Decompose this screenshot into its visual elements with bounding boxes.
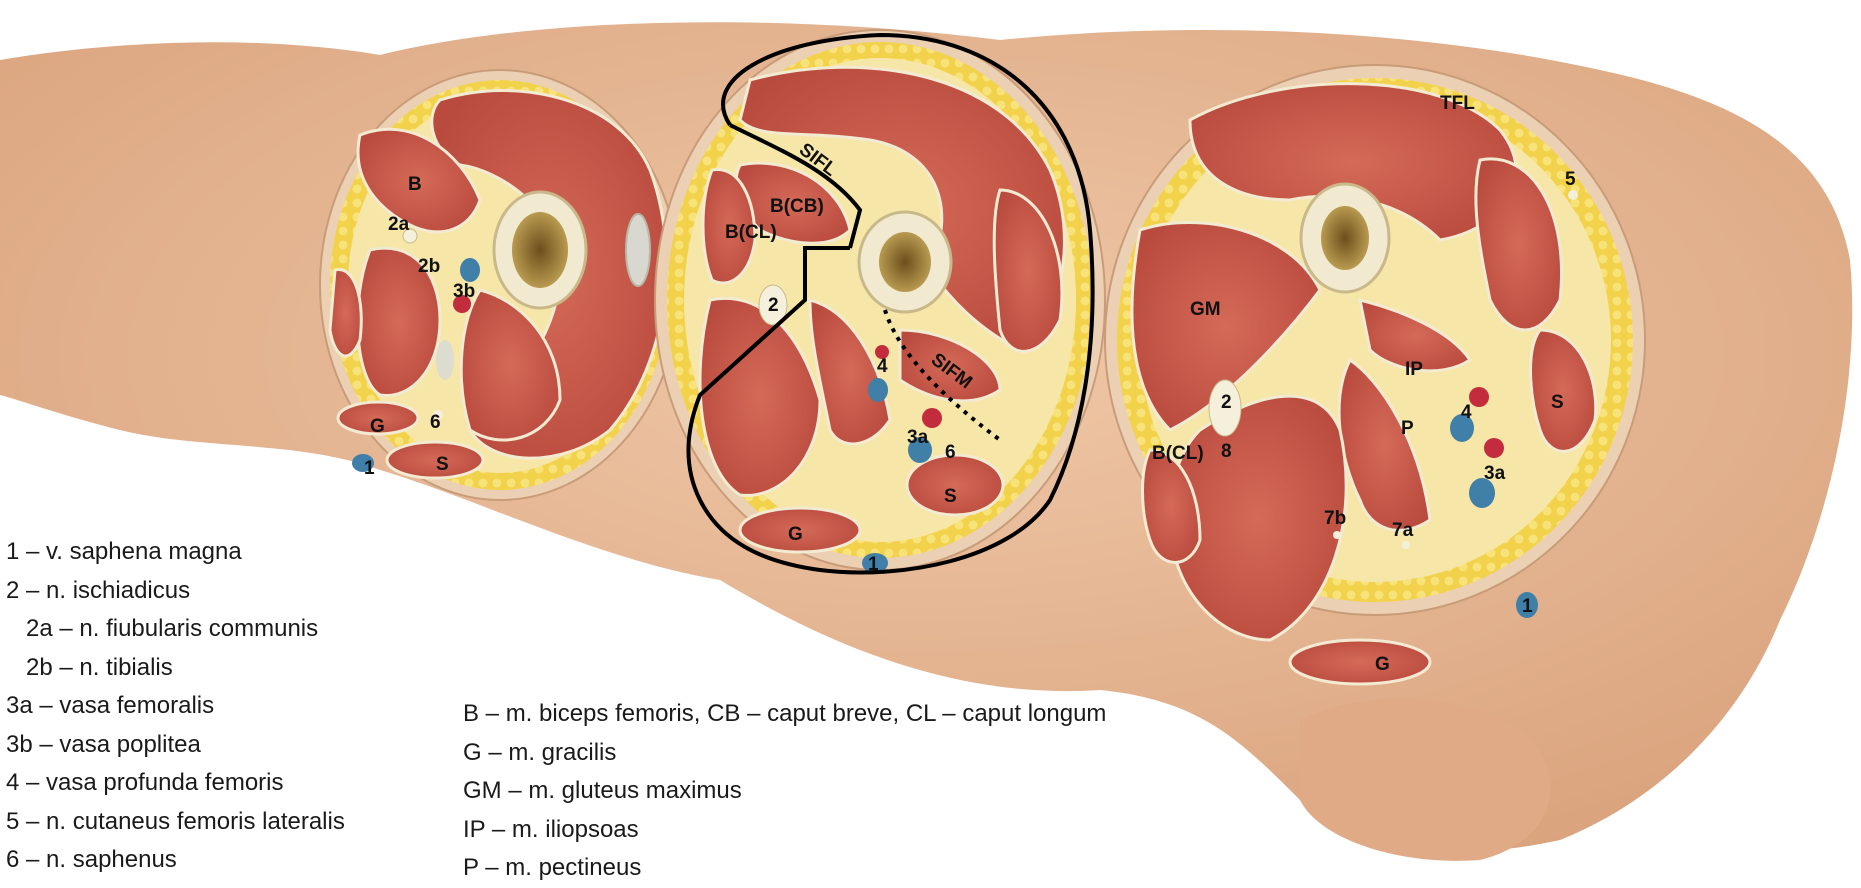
label-p: P — [1401, 418, 1414, 439]
femur-marrow — [1321, 206, 1369, 270]
label-g: G — [1375, 654, 1390, 675]
legend-item: IP – m. iliopsoas — [463, 811, 1106, 850]
legend-item: 2a – n. fiubularis communis — [6, 610, 345, 649]
nerve-2b — [436, 340, 454, 380]
nerve-7a — [1402, 541, 1410, 549]
label-2b: 2b — [418, 256, 440, 277]
legend-item: GM – m. gluteus maximus — [463, 772, 1106, 811]
legend-item: 3a – vasa femoralis — [6, 687, 345, 726]
label-g: G — [788, 524, 803, 545]
femur-marrow — [512, 212, 568, 288]
muscle-gracilis — [1290, 640, 1430, 684]
legend-item: 5 – n. cutaneus femoris lateralis — [6, 803, 345, 842]
legend-item: 2 – n. ischiadicus — [6, 572, 345, 611]
label-6: 6 — [945, 442, 956, 463]
legend-item: 3b – vasa poplitea — [6, 726, 345, 765]
legend-item: 6 – n. saphenus — [6, 841, 345, 880]
nerve-7b — [1333, 531, 1341, 539]
label-s: S — [1551, 392, 1564, 413]
femur-marrow — [879, 232, 931, 292]
artery-profunda — [1469, 387, 1489, 407]
label-7b: 7b — [1324, 508, 1346, 529]
label-4: 4 — [877, 356, 888, 377]
legend-item: B – m. biceps femoris, CB – caput breve,… — [463, 695, 1106, 734]
label-b: B — [408, 174, 422, 195]
label-1: 1 — [364, 458, 375, 479]
label-1: 1 — [1522, 596, 1533, 617]
label-4: 4 — [1461, 402, 1472, 423]
legend-muscles: B – m. biceps femoris, CB – caput breve,… — [463, 695, 1106, 888]
label-gm: GM — [1190, 299, 1221, 320]
label-2: 2 — [768, 295, 779, 316]
label-1: 1 — [868, 554, 879, 575]
label-b-cb: B(CB) — [770, 196, 824, 217]
label-b-cl: B(CL) — [725, 222, 777, 243]
vein-poplitea — [460, 258, 480, 282]
tendon — [626, 214, 650, 286]
artery-femoral — [1484, 438, 1504, 458]
legend-item: G – m. gracilis — [463, 734, 1106, 773]
label-2: 2 — [1221, 392, 1232, 413]
vein-profunda — [868, 378, 888, 402]
label-s: S — [944, 486, 957, 507]
label-3a: 3a — [907, 427, 929, 448]
label-g: G — [370, 416, 385, 437]
label-2a: 2a — [388, 214, 410, 235]
label-7a: 7a — [1392, 520, 1414, 541]
label-s: S — [436, 454, 449, 475]
label-6: 6 — [430, 412, 441, 433]
legend-item: 1 – v. saphena magna — [6, 533, 345, 572]
legend-item: 2b – n. tibialis — [6, 649, 345, 688]
label-ip: IP — [1405, 359, 1423, 380]
label-3a: 3a — [1484, 463, 1506, 484]
label-8: 8 — [1221, 441, 1232, 462]
nerve-5 — [1568, 190, 1578, 200]
label-b-cl: B(CL) — [1152, 443, 1204, 464]
label-5: 5 — [1565, 169, 1576, 190]
legend-item: 4 – vasa profunda femoris — [6, 764, 345, 803]
artery-femoral — [922, 408, 942, 428]
label-tfl: TFL — [1440, 93, 1475, 114]
muscle-sartorius — [387, 442, 483, 478]
label-3b: 3b — [453, 281, 475, 302]
legend-nerves-vessels: 1 – v. saphena magna 2 – n. ischiadicus … — [6, 533, 345, 880]
section-mid-thigh — [655, 30, 1105, 573]
legend-item: P – m. pectineus — [463, 849, 1106, 888]
